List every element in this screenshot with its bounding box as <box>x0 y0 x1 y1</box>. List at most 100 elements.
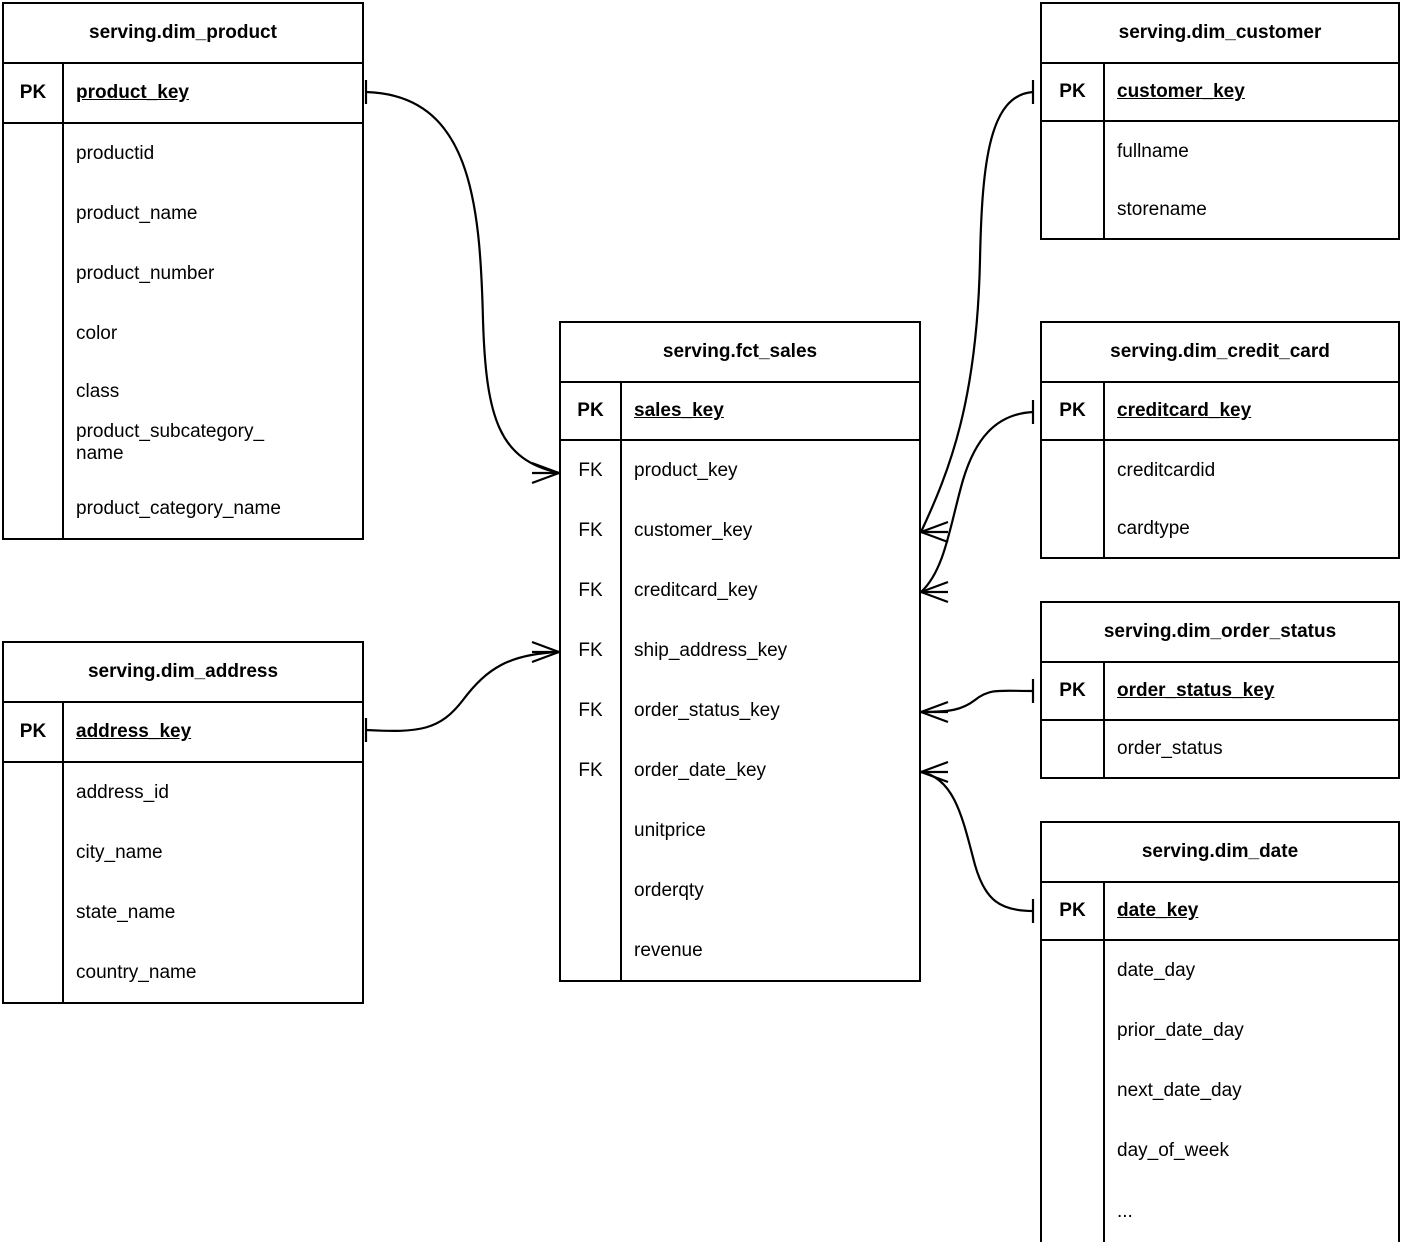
dim-product-attr-color: color <box>76 323 118 345</box>
entity-dim-product-title: serving.dim_product <box>4 4 362 64</box>
dim-date-attr-ellipsis: ... <box>1117 1200 1133 1222</box>
relationship-line-creditcard <box>920 400 1035 604</box>
rel-customer-crow-top <box>920 520 949 534</box>
fct-sales-fk-row-ship-address-key[interactable]: FK ship_address_key <box>561 621 919 681</box>
fct-sales-fk-badge-order-date-key: FK <box>561 741 622 801</box>
entity-dim-customer-title: serving.dim_customer <box>1042 4 1398 64</box>
dim-customer-attr-list: fullname storename <box>1105 122 1398 238</box>
dim-product-attr-productid: productid <box>76 143 155 165</box>
fct-sales-pk-row[interactable]: PK sales_key <box>561 383 919 441</box>
fct-sales-fk-badge-creditcard-key: FK <box>561 561 622 621</box>
fct-sales-fk-row-customer-key[interactable]: FK customer_key <box>561 501 919 561</box>
dim-date-pk-field: date_key <box>1117 900 1199 922</box>
dim-order-status-pk-badge: PK <box>1042 663 1105 719</box>
fct-sales-pk-field: sales_key <box>634 400 724 422</box>
rel-date-path <box>920 770 1034 913</box>
rel-customer-path <box>920 90 1034 533</box>
dim-credit-card-pk-row[interactable]: PK creditcard_key <box>1042 383 1398 441</box>
dim-credit-card-pk-field: creditcard_key <box>1117 400 1252 422</box>
fct-sales-pk-badge: PK <box>561 383 622 439</box>
relationship-line-address <box>364 640 560 742</box>
entity-dim-customer[interactable]: serving.dim_customer PK customer_key ful… <box>1040 2 1400 240</box>
dim-address-pk-row[interactable]: PK address_key <box>4 703 362 763</box>
dim-address-attr-address-id: address_id <box>76 782 169 804</box>
fct-sales-measure-unitprice: unitprice <box>634 820 706 842</box>
dim-order-status-attr-keycol <box>1042 721 1105 777</box>
fct-sales-fk-row-product-key[interactable]: FK product_key <box>561 441 919 501</box>
fct-sales-fk-row-order-status-key[interactable]: FK order_status_key <box>561 681 919 741</box>
dim-address-pk-badge: PK <box>4 703 64 761</box>
fct-sales-field-creditcard-key: creditcard_key <box>634 580 758 602</box>
entity-dim-date[interactable]: serving.dim_date PK date_key date_day pr… <box>1040 821 1400 1242</box>
rel-order-status-crow-top <box>920 700 949 714</box>
entity-dim-order-status-title: serving.dim_order_status <box>1042 603 1398 663</box>
entity-dim-product[interactable]: serving.dim_product PK product_key produ… <box>2 2 364 540</box>
fct-sales-measures: unitprice orderqty revenue <box>561 801 919 980</box>
entity-dim-date-title: serving.dim_date <box>1042 823 1398 883</box>
dim-date-attr-keycol <box>1042 941 1105 1242</box>
rel-product-crow-top <box>531 461 560 475</box>
dim-date-attr-date-day: date_day <box>1117 960 1196 982</box>
dim-customer-pk-row[interactable]: PK customer_key <box>1042 64 1398 122</box>
dim-credit-card-attr-cardtype: cardtype <box>1117 518 1190 540</box>
dim-customer-attr-fullname: fullname <box>1117 141 1189 163</box>
relationship-line-order-status <box>920 679 1035 724</box>
fct-sales-measure-revenue: revenue <box>634 939 703 961</box>
dim-product-attr-product-number: product_number <box>76 263 215 285</box>
fct-sales-fk-row-creditcard-key[interactable]: FK creditcard_key <box>561 561 919 621</box>
fct-sales-field-customer-key: customer_key <box>634 520 753 542</box>
dim-order-status-attributes: order_status <box>1042 721 1398 777</box>
dim-order-status-pk-row[interactable]: PK order_status_key <box>1042 663 1398 721</box>
rel-product-path <box>365 90 560 475</box>
dim-address-attr-city-name: city_name <box>76 842 163 864</box>
fct-sales-measure-orderqty: orderqty <box>634 880 704 902</box>
dim-product-pk-row[interactable]: PK product_key <box>4 64 362 124</box>
dim-date-attr-list: date_day prior_date_day next_date_day da… <box>1105 941 1398 1242</box>
dim-product-pk-badge: PK <box>4 64 64 122</box>
dim-customer-attr-keycol <box>1042 122 1105 238</box>
dim-date-pk-row[interactable]: PK date_key <box>1042 883 1398 941</box>
dim-date-attr-next-date-day: next_date_day <box>1117 1080 1242 1102</box>
entity-fct-sales-title: serving.fct_sales <box>561 323 919 383</box>
entity-dim-credit-card-title: serving.dim_credit_card <box>1042 323 1398 383</box>
relationship-line-product <box>364 80 560 485</box>
rel-creditcard-crow-bottom <box>920 590 949 604</box>
rel-order-status-path <box>920 689 1034 714</box>
dim-address-attributes: address_id city_name state_name country_… <box>4 763 362 1002</box>
dim-credit-card-attr-creditcardid: creditcardid <box>1117 460 1216 482</box>
fct-sales-field-ship-address-key: ship_address_key <box>634 640 788 662</box>
dim-product-attr-product-subcategory-name: product_subcategory_ name <box>76 421 265 464</box>
dim-address-attr-keycol <box>4 763 64 1002</box>
dim-customer-pk-field: customer_key <box>1117 81 1245 103</box>
dim-date-attr-day-of-week: day_of_week <box>1117 1140 1229 1162</box>
dim-order-status-attr-list: order_status <box>1105 721 1398 777</box>
fct-sales-measure-list: unitprice orderqty revenue <box>622 801 919 980</box>
dim-product-attr-class: class <box>76 380 120 402</box>
rel-address-path <box>365 650 560 733</box>
entity-dim-credit-card[interactable]: serving.dim_credit_card PK creditcard_ke… <box>1040 321 1400 559</box>
dim-customer-pk-badge: PK <box>1042 64 1105 120</box>
dim-order-status-attr-order-status: order_status <box>1117 738 1223 760</box>
dim-product-attr-product-name: product_name <box>76 203 198 225</box>
dim-customer-attr-storename: storename <box>1117 199 1207 221</box>
fct-sales-fk-row-order-date-key[interactable]: FK order_date_key <box>561 741 919 801</box>
entity-dim-order-status[interactable]: serving.dim_order_status PK order_status… <box>1040 601 1400 779</box>
dim-address-attr-list: address_id city_name state_name country_… <box>64 763 362 1002</box>
dim-product-attr-list: productid product_name product_number co… <box>64 124 362 538</box>
rel-customer-crow-bottom <box>920 530 949 544</box>
relationship-line-customer <box>920 80 1035 544</box>
rel-creditcard-crow-top <box>920 580 949 594</box>
rel-order-status-crow-bottom <box>920 710 949 724</box>
dim-credit-card-attr-keycol <box>1042 441 1105 557</box>
entity-dim-address[interactable]: serving.dim_address PK address_key addre… <box>2 641 364 1004</box>
rel-creditcard-path <box>920 410 1034 593</box>
rel-address-crow-top <box>531 640 560 654</box>
entity-fct-sales[interactable]: serving.fct_sales PK sales_key FK produc… <box>559 321 921 982</box>
dim-date-attr-prior-date-day: prior_date_day <box>1117 1020 1244 1042</box>
dim-product-pk-field: product_key <box>76 82 189 104</box>
dim-credit-card-attr-list: creditcardid cardtype <box>1105 441 1398 557</box>
fct-sales-fk-badge-ship-address-key: FK <box>561 621 622 681</box>
dim-customer-attributes: fullname storename <box>1042 122 1398 238</box>
fct-sales-measure-keycol <box>561 801 622 980</box>
